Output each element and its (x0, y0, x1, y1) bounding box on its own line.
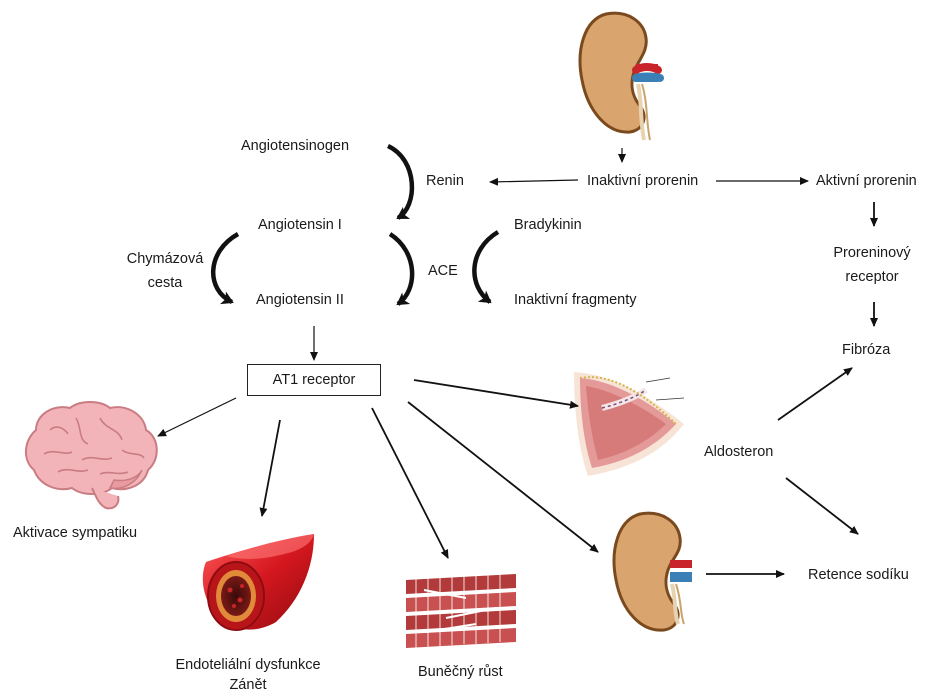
label-cell-growth: Buněčný růst (418, 663, 503, 681)
label-bradykinin: Bradykinin (514, 216, 582, 234)
ace-curved-arrow (390, 234, 412, 304)
kidney-bottom-icon (614, 513, 692, 630)
label-prorenin-receptor-line1: Proreninový (812, 244, 932, 262)
arrow-prorenin-to-renin (490, 180, 578, 182)
arrow-aldosterone-to-fibrosis (778, 368, 852, 420)
label-chymase-line1: Chymázová (120, 250, 210, 268)
bradykinin-curved-arrow (474, 232, 498, 302)
label-inactive-prorenin: Inaktivní prorenin (587, 172, 698, 190)
arrow-at1-to-adrenal (414, 380, 578, 406)
kidney-top-icon (580, 13, 660, 140)
brain-icon (26, 402, 157, 508)
renin-curved-arrow (388, 146, 412, 218)
label-sodium-retention: Retence sodíku (808, 566, 909, 584)
adrenal-gland-icon (574, 372, 684, 476)
label-inflammation: Zánět (148, 676, 348, 694)
arrow-at1-to-kidney (408, 402, 598, 552)
label-endothelial-dysfunction: Endoteliální dysfunkce (148, 656, 348, 674)
arrow-at1-to-vessel (262, 420, 280, 516)
arrow-aldosterone-to-sodium (786, 478, 858, 534)
label-sympathetic-activation: Aktivace sympatiku (13, 524, 137, 542)
label-renin: Renin (426, 172, 464, 190)
label-prorenin-receptor-line2: receptor (812, 268, 932, 286)
blood-vessel-icon (203, 534, 314, 630)
label-fibrosis: Fibróza (842, 341, 890, 359)
arrow-at1-to-muscle (372, 408, 448, 558)
label-ace: ACE (428, 262, 458, 280)
label-angiotensin-2: Angiotensin II (256, 291, 344, 309)
arrow-at1-to-brain (158, 398, 236, 436)
label-chymase-line2: cesta (120, 274, 210, 292)
label-angiotensin-1: Angiotensin I (258, 216, 342, 234)
label-angiotensinogen: Angiotensinogen (241, 137, 349, 155)
at1-receptor-box: AT1 receptor (247, 364, 381, 396)
muscle-tissue-icon (406, 572, 516, 650)
chymase-curved-arrow (213, 234, 238, 302)
label-aldosterone: Aldosteron (704, 443, 773, 461)
label-active-prorenin: Aktivní prorenin (816, 172, 917, 190)
label-inactive-fragments: Inaktivní fragmenty (514, 291, 637, 309)
